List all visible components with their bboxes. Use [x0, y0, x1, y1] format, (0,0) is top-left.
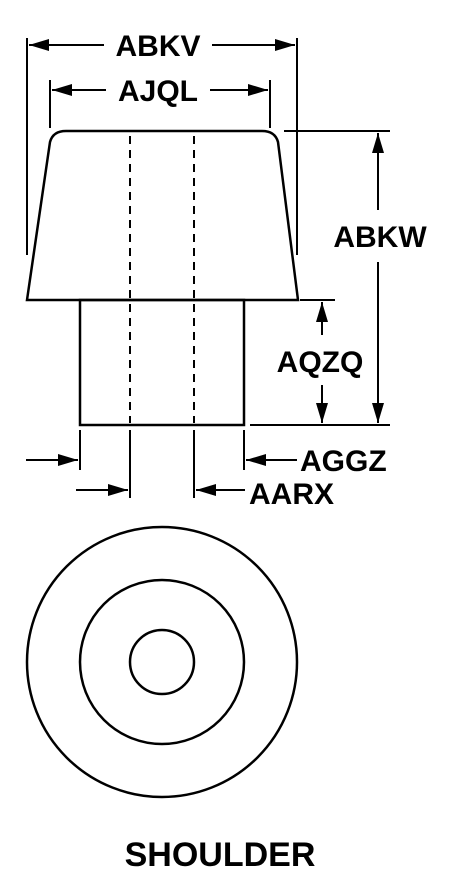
bore-circle [128, 628, 196, 696]
shank-circle [78, 578, 246, 746]
dimension-aqzq: AQZQ [277, 299, 364, 423]
plan-view [25, 525, 299, 799]
label-abkw: ABKW [333, 221, 427, 254]
dimension-abkv: ABKV [26, 30, 298, 255]
label-aarx: AARX [249, 478, 334, 511]
outer-circle [25, 525, 299, 799]
dimension-aggz: AGGZ [26, 430, 387, 478]
drawing-caption: SHOULDER [125, 836, 316, 874]
label-abkv: ABKV [115, 30, 200, 63]
label-aqzq: AQZQ [277, 346, 364, 379]
label-aggz: AGGZ [300, 445, 387, 478]
head-outline [25, 129, 300, 302]
dimension-ajql: AJQL [49, 75, 271, 128]
dimension-abkw: ABKW [250, 130, 427, 426]
shank-outline [78, 298, 246, 427]
label-ajql: AJQL [118, 75, 198, 108]
dimension-aarx: AARX [76, 430, 334, 511]
